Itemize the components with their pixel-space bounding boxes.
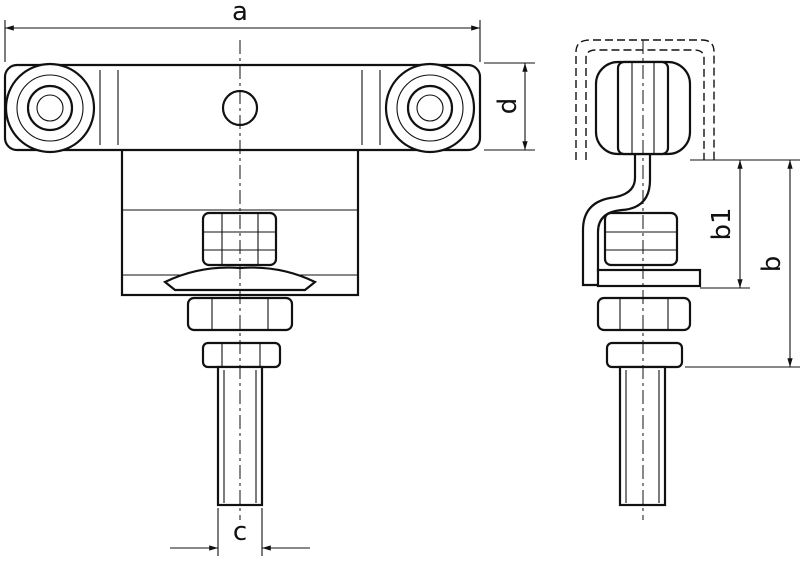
dimension-b1-label: b1 bbox=[707, 207, 737, 240]
dimension-a-label: a bbox=[232, 0, 248, 27]
dimension-b-label: b bbox=[757, 256, 787, 273]
nut-lower bbox=[201, 341, 282, 369]
dimension-d-label: d bbox=[493, 98, 523, 115]
right-wheel bbox=[384, 62, 476, 154]
dimension-c-label: c bbox=[233, 517, 247, 547]
front-view bbox=[3, 40, 482, 520]
left-wheel bbox=[4, 62, 96, 154]
rail-profile bbox=[575, 39, 715, 160]
side-view bbox=[575, 39, 715, 520]
hanger-hook bbox=[581, 154, 637, 287]
